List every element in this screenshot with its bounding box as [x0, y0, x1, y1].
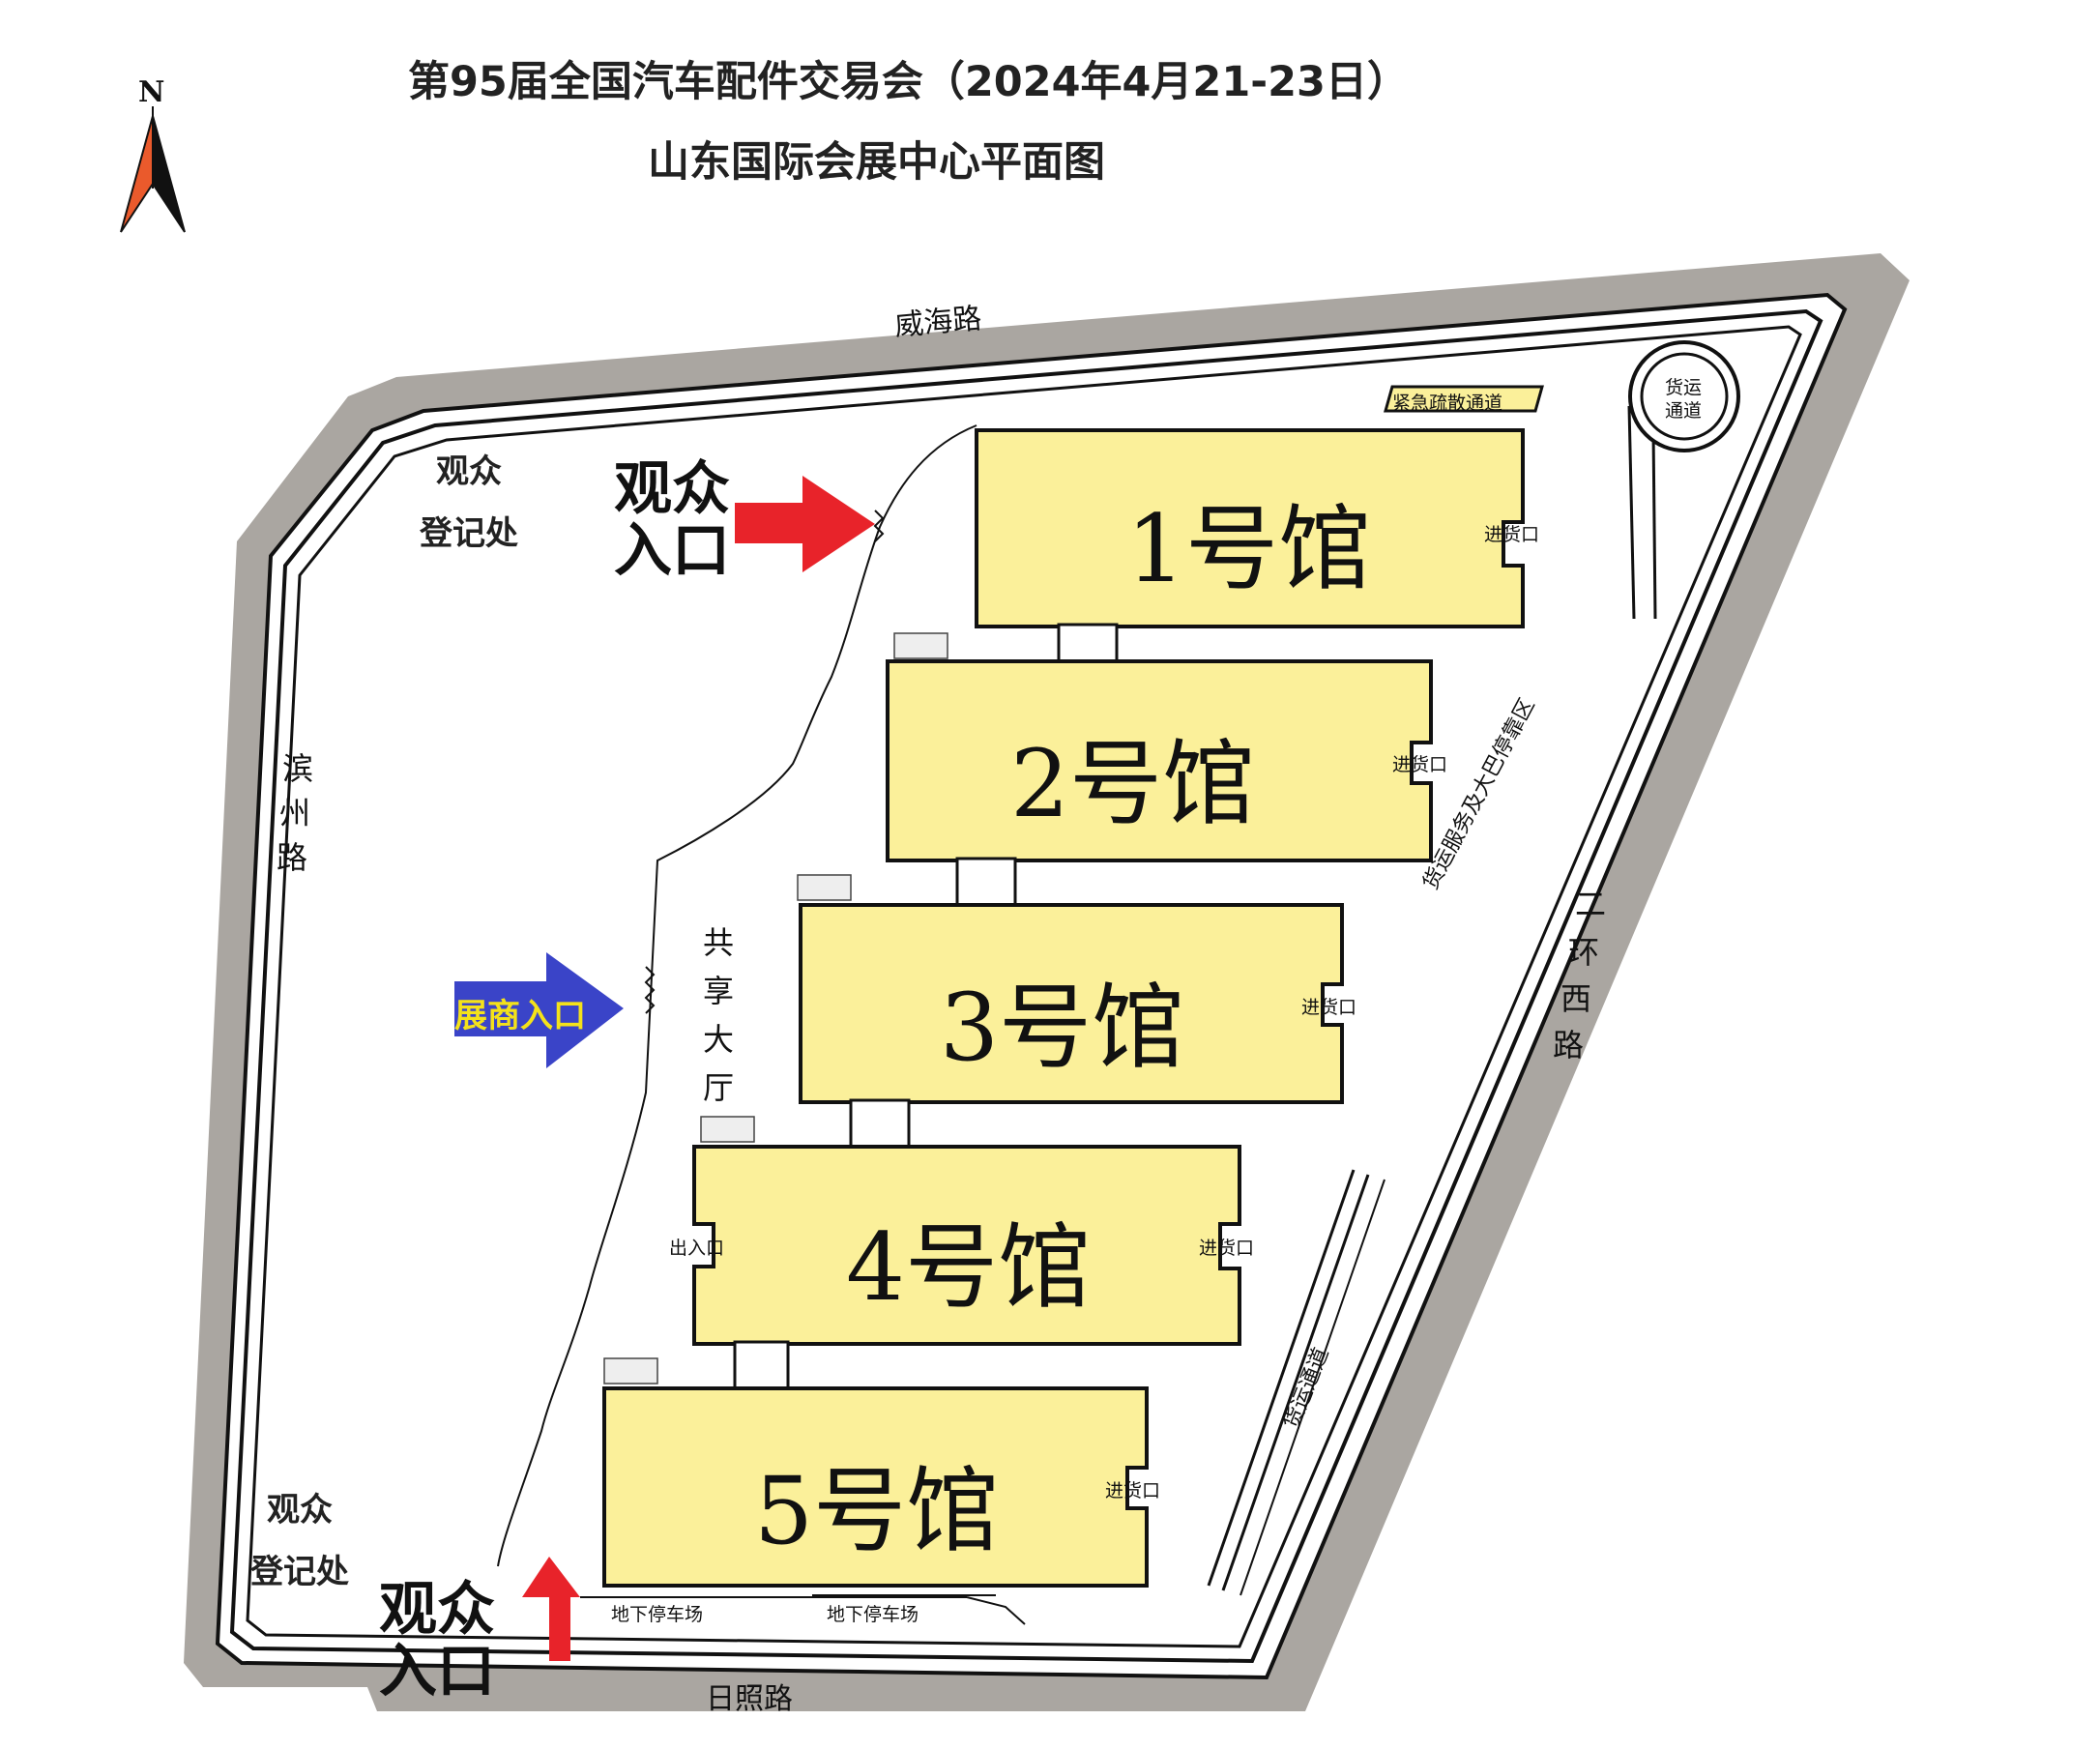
visitor-registration-top: 观众 登记处	[392, 441, 546, 565]
road-east-char: 西	[1560, 980, 1591, 1017]
visitor-entry-top-line2: 入口	[614, 517, 730, 585]
road-west-char: 滨	[281, 750, 313, 787]
hall-4-dock: 进货口	[1199, 1238, 1255, 1259]
stair-marker	[700, 1116, 755, 1143]
parking-label-2: 地下停车场	[827, 1604, 919, 1625]
compass-icon	[120, 106, 186, 233]
connector-4-5	[733, 1340, 790, 1392]
hall-5-label: 5号馆	[754, 1457, 1000, 1565]
visitor-entry-arrow-bottom[interactable]	[522, 1557, 580, 1661]
hall-4-block[interactable]	[692, 1145, 1241, 1346]
service-lane-line	[1627, 405, 1636, 620]
visitor-entry-bottom-line1: 观众	[379, 1576, 495, 1644]
hall-1-block[interactable]	[975, 428, 1525, 628]
hall-5-dock: 进货口	[1105, 1480, 1161, 1501]
road-inner-line-3	[246, 325, 1802, 1648]
visitor-registration-top-line2: 登记处	[420, 514, 518, 553]
road-west-char: 路	[276, 839, 307, 876]
parking-label-1: 地下停车场	[611, 1604, 704, 1625]
road-east-char: 路	[1552, 1027, 1584, 1064]
entrance-notch	[873, 510, 885, 542]
shared-hall-char: 厅	[702, 1069, 734, 1106]
visitor-registration-bottom-line2: 登记处	[250, 1553, 349, 1591]
hall-5-block[interactable]	[602, 1386, 1149, 1588]
visitor-registration-top-line1: 观众	[436, 452, 502, 491]
exhibitor-entry-arrow[interactable]	[454, 952, 624, 1068]
visitor-entry-top-label: 观众 入口	[575, 458, 769, 582]
shared-hall-char: 大	[702, 1021, 734, 1058]
connector-1-2	[1057, 623, 1119, 665]
visitor-entry-bottom-label: 观众 入口	[340, 1579, 534, 1703]
visitor-entry-arrow-top[interactable]	[735, 476, 875, 572]
freight-circle-inner	[1640, 352, 1729, 441]
visitor-registration-bottom-line1: 观众	[267, 1491, 333, 1530]
service-lane-line	[1651, 429, 1657, 620]
freight-lane-line	[1207, 1169, 1356, 1587]
road-west-char: 州	[278, 795, 310, 831]
hall-3-block[interactable]	[799, 903, 1344, 1104]
exhibitor-entry-label: 展商入口	[454, 997, 586, 1035]
visitor-entry-top-line1: 观众	[614, 455, 730, 523]
visitor-entry-bottom-line2: 入口	[379, 1638, 495, 1705]
shared-hall-outline	[497, 424, 977, 1567]
shared-hall-char: 共	[702, 924, 734, 961]
entrance-notch	[644, 966, 656, 1014]
hall-3-dock: 进货口	[1301, 997, 1357, 1018]
emergency-label-box	[1384, 385, 1544, 413]
road-east-char: 二	[1574, 886, 1606, 922]
hall-2-block[interactable]	[886, 659, 1433, 862]
connector-3-4	[849, 1098, 911, 1151]
hall-2-label: 2号馆	[1010, 730, 1256, 838]
stair-marker	[603, 1357, 658, 1385]
stair-marker	[797, 874, 852, 901]
stair-marker	[893, 632, 948, 659]
road-east-char: 环	[1567, 934, 1599, 971]
hall-3-label: 3号馆	[940, 974, 1185, 1082]
visitor-registration-bottom: 观众 登记处	[222, 1479, 377, 1603]
hall-4-label: 4号馆	[846, 1213, 1092, 1322]
hall-1-dock: 进货口	[1484, 524, 1540, 545]
hall-4-exit: 出入口	[669, 1238, 725, 1259]
emergency-exit-label: 紧急疏散通道	[1392, 393, 1503, 414]
page-subtitle: 山东国际会展中心平面图	[648, 138, 1105, 187]
freight-circle-line1: 货运	[1665, 377, 1703, 398]
shared-hall-char: 享	[702, 973, 734, 1009]
compass-label: N	[138, 75, 165, 109]
freight-lane-line	[1240, 1179, 1385, 1596]
hall-2-dock: 进货口	[1392, 754, 1448, 775]
freight-circle-line2: 通道	[1665, 400, 1703, 422]
freight-lane-line	[1221, 1174, 1370, 1591]
hall-1-label: 1号馆	[1126, 495, 1372, 603]
connector-2-3	[955, 857, 1017, 909]
road-south-label: 日照路	[706, 1682, 793, 1716]
road-inner-line-2	[229, 308, 1823, 1664]
page-title: 第95届全国汽车配件交易会（2024年4月21-23日）	[408, 58, 1409, 106]
road-north-label: 威海路	[892, 302, 983, 343]
parking-ramp	[966, 1596, 1026, 1625]
